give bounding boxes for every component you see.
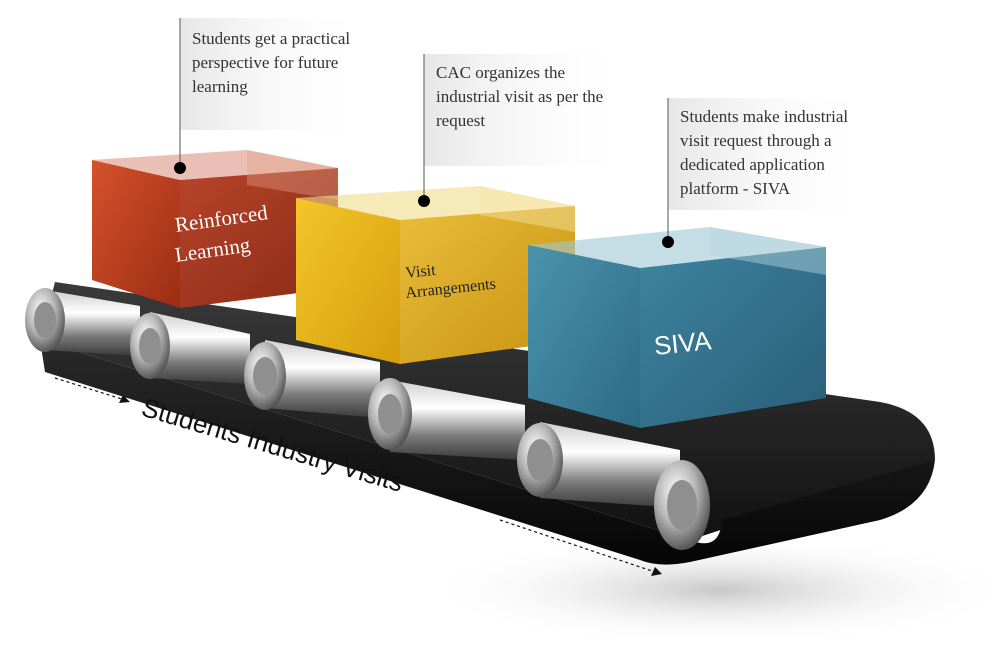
conveyor-rollers xyxy=(25,288,710,550)
roller xyxy=(25,288,140,356)
roller xyxy=(654,460,710,550)
box-inner-back xyxy=(710,227,826,275)
roller xyxy=(244,340,380,418)
box-front xyxy=(296,198,400,364)
box-inner-back xyxy=(247,150,338,200)
callout-pin xyxy=(174,162,186,174)
callout-line-2: industrial visit as per the xyxy=(436,87,603,106)
callout-line-3: learning xyxy=(192,77,248,96)
callout-line-1: Students get a practical xyxy=(192,29,350,48)
callout-line-2: perspective for future xyxy=(192,53,338,72)
callout-pin xyxy=(662,236,674,248)
callout-siva: Students make industrial visit request t… xyxy=(662,98,878,248)
box-inner-back xyxy=(480,186,575,232)
box-front xyxy=(92,160,180,308)
box-top xyxy=(528,227,826,268)
box-label-line-1: Visit xyxy=(405,262,437,282)
box-top xyxy=(92,150,338,180)
roller xyxy=(368,378,525,460)
roller xyxy=(517,422,680,508)
callout-line-3: dedicated application xyxy=(680,155,825,174)
box-side xyxy=(640,247,826,428)
callout-pin xyxy=(418,195,430,207)
callout-background xyxy=(668,98,878,210)
box-label-line-1: SIVA xyxy=(652,325,713,361)
callout-visit: CAC organizes the industrial visit as pe… xyxy=(418,54,634,207)
callout-line-4: platform - SIVA xyxy=(680,179,791,198)
roller xyxy=(130,312,250,384)
arrow-left xyxy=(54,377,126,401)
callout-line-2: visit request through a xyxy=(680,131,832,150)
callout-line-1: CAC organizes the xyxy=(436,63,565,82)
box-front xyxy=(528,245,640,428)
callout-background xyxy=(180,18,370,130)
callout-reinforced: Students get a practical perspective for… xyxy=(174,18,370,174)
arrow-left-head xyxy=(119,395,130,403)
callout-line-3: request xyxy=(436,111,485,130)
motion-arrows xyxy=(54,377,662,576)
floor-shadow xyxy=(420,535,1007,645)
box-top xyxy=(296,186,575,220)
callout-line-1: Students make industrial xyxy=(680,107,848,126)
arrow-right-head xyxy=(651,567,662,576)
callout-background xyxy=(424,54,634,166)
box-siva: SIVA xyxy=(528,227,826,428)
